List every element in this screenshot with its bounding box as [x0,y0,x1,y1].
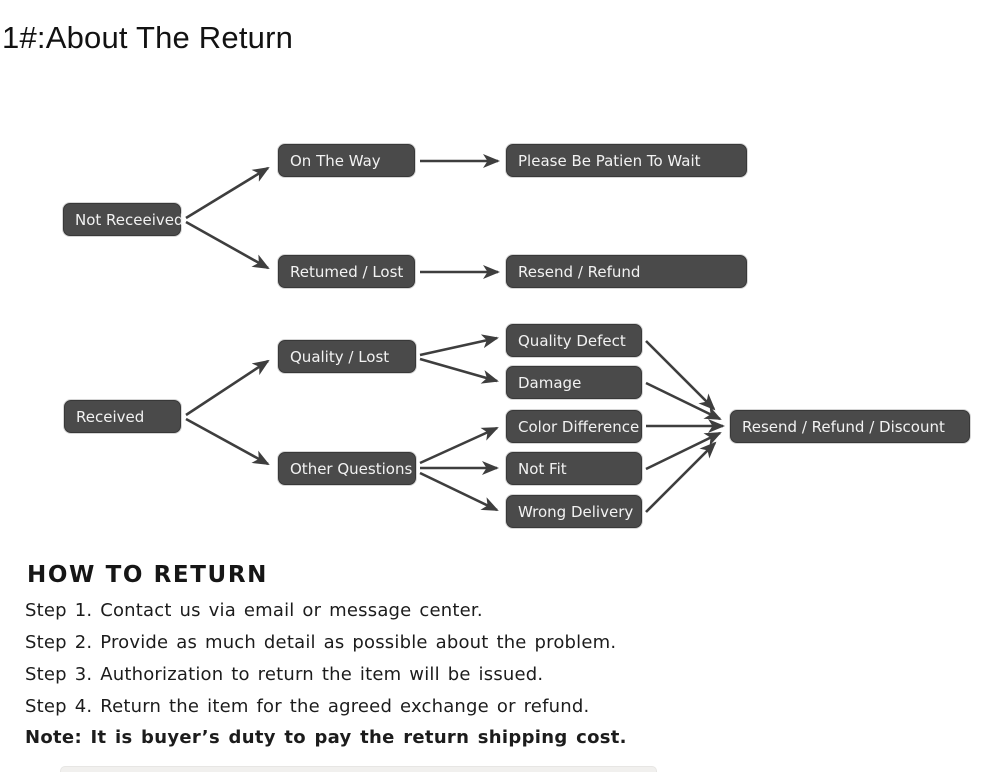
node-not-fit: Not Fit [506,452,642,485]
how-to-return-heading: HOW TO RETURN [27,562,268,588]
node-quality-defect: Quality Defect [506,324,642,357]
return-step-1: Step 1. Contact us via email or message … [25,600,483,621]
node-color-difference: Color Difference [506,410,642,443]
node-resend-refund: Resend / Refund [506,255,747,288]
node-on-the-way: On The Way [278,144,415,177]
return-step-3: Step 3. Authorization to return the item… [25,664,544,685]
node-resolution: Resend / Refund / Discount [730,410,970,443]
return-step-2: Step 2. Provide as much detail as possib… [25,632,617,653]
flowchart-arrows [185,154,725,513]
node-wrong-delivery: Wrong Delivery [506,495,642,528]
node-received: Received [64,400,181,433]
return-step-4: Step 4. Return the item for the agreed e… [25,696,590,717]
return-note: Note: It is buyer’s duty to pay the retu… [25,727,627,748]
node-be-patient: Please Be Patien To Wait [506,144,747,177]
node-not-received: Not Receeived [63,203,184,236]
node-quality-lost: Quality / Lost [278,340,416,373]
node-returned-lost: Retumed / Lost [278,255,415,288]
node-damage: Damage [506,366,642,399]
next-section-preview [60,766,657,772]
return-flowchart: Not Receeived On The Way Please Be Patie… [63,144,970,528]
node-other-questions: Other Questions [278,452,416,485]
page-title: 1#:About The Return [2,20,294,55]
